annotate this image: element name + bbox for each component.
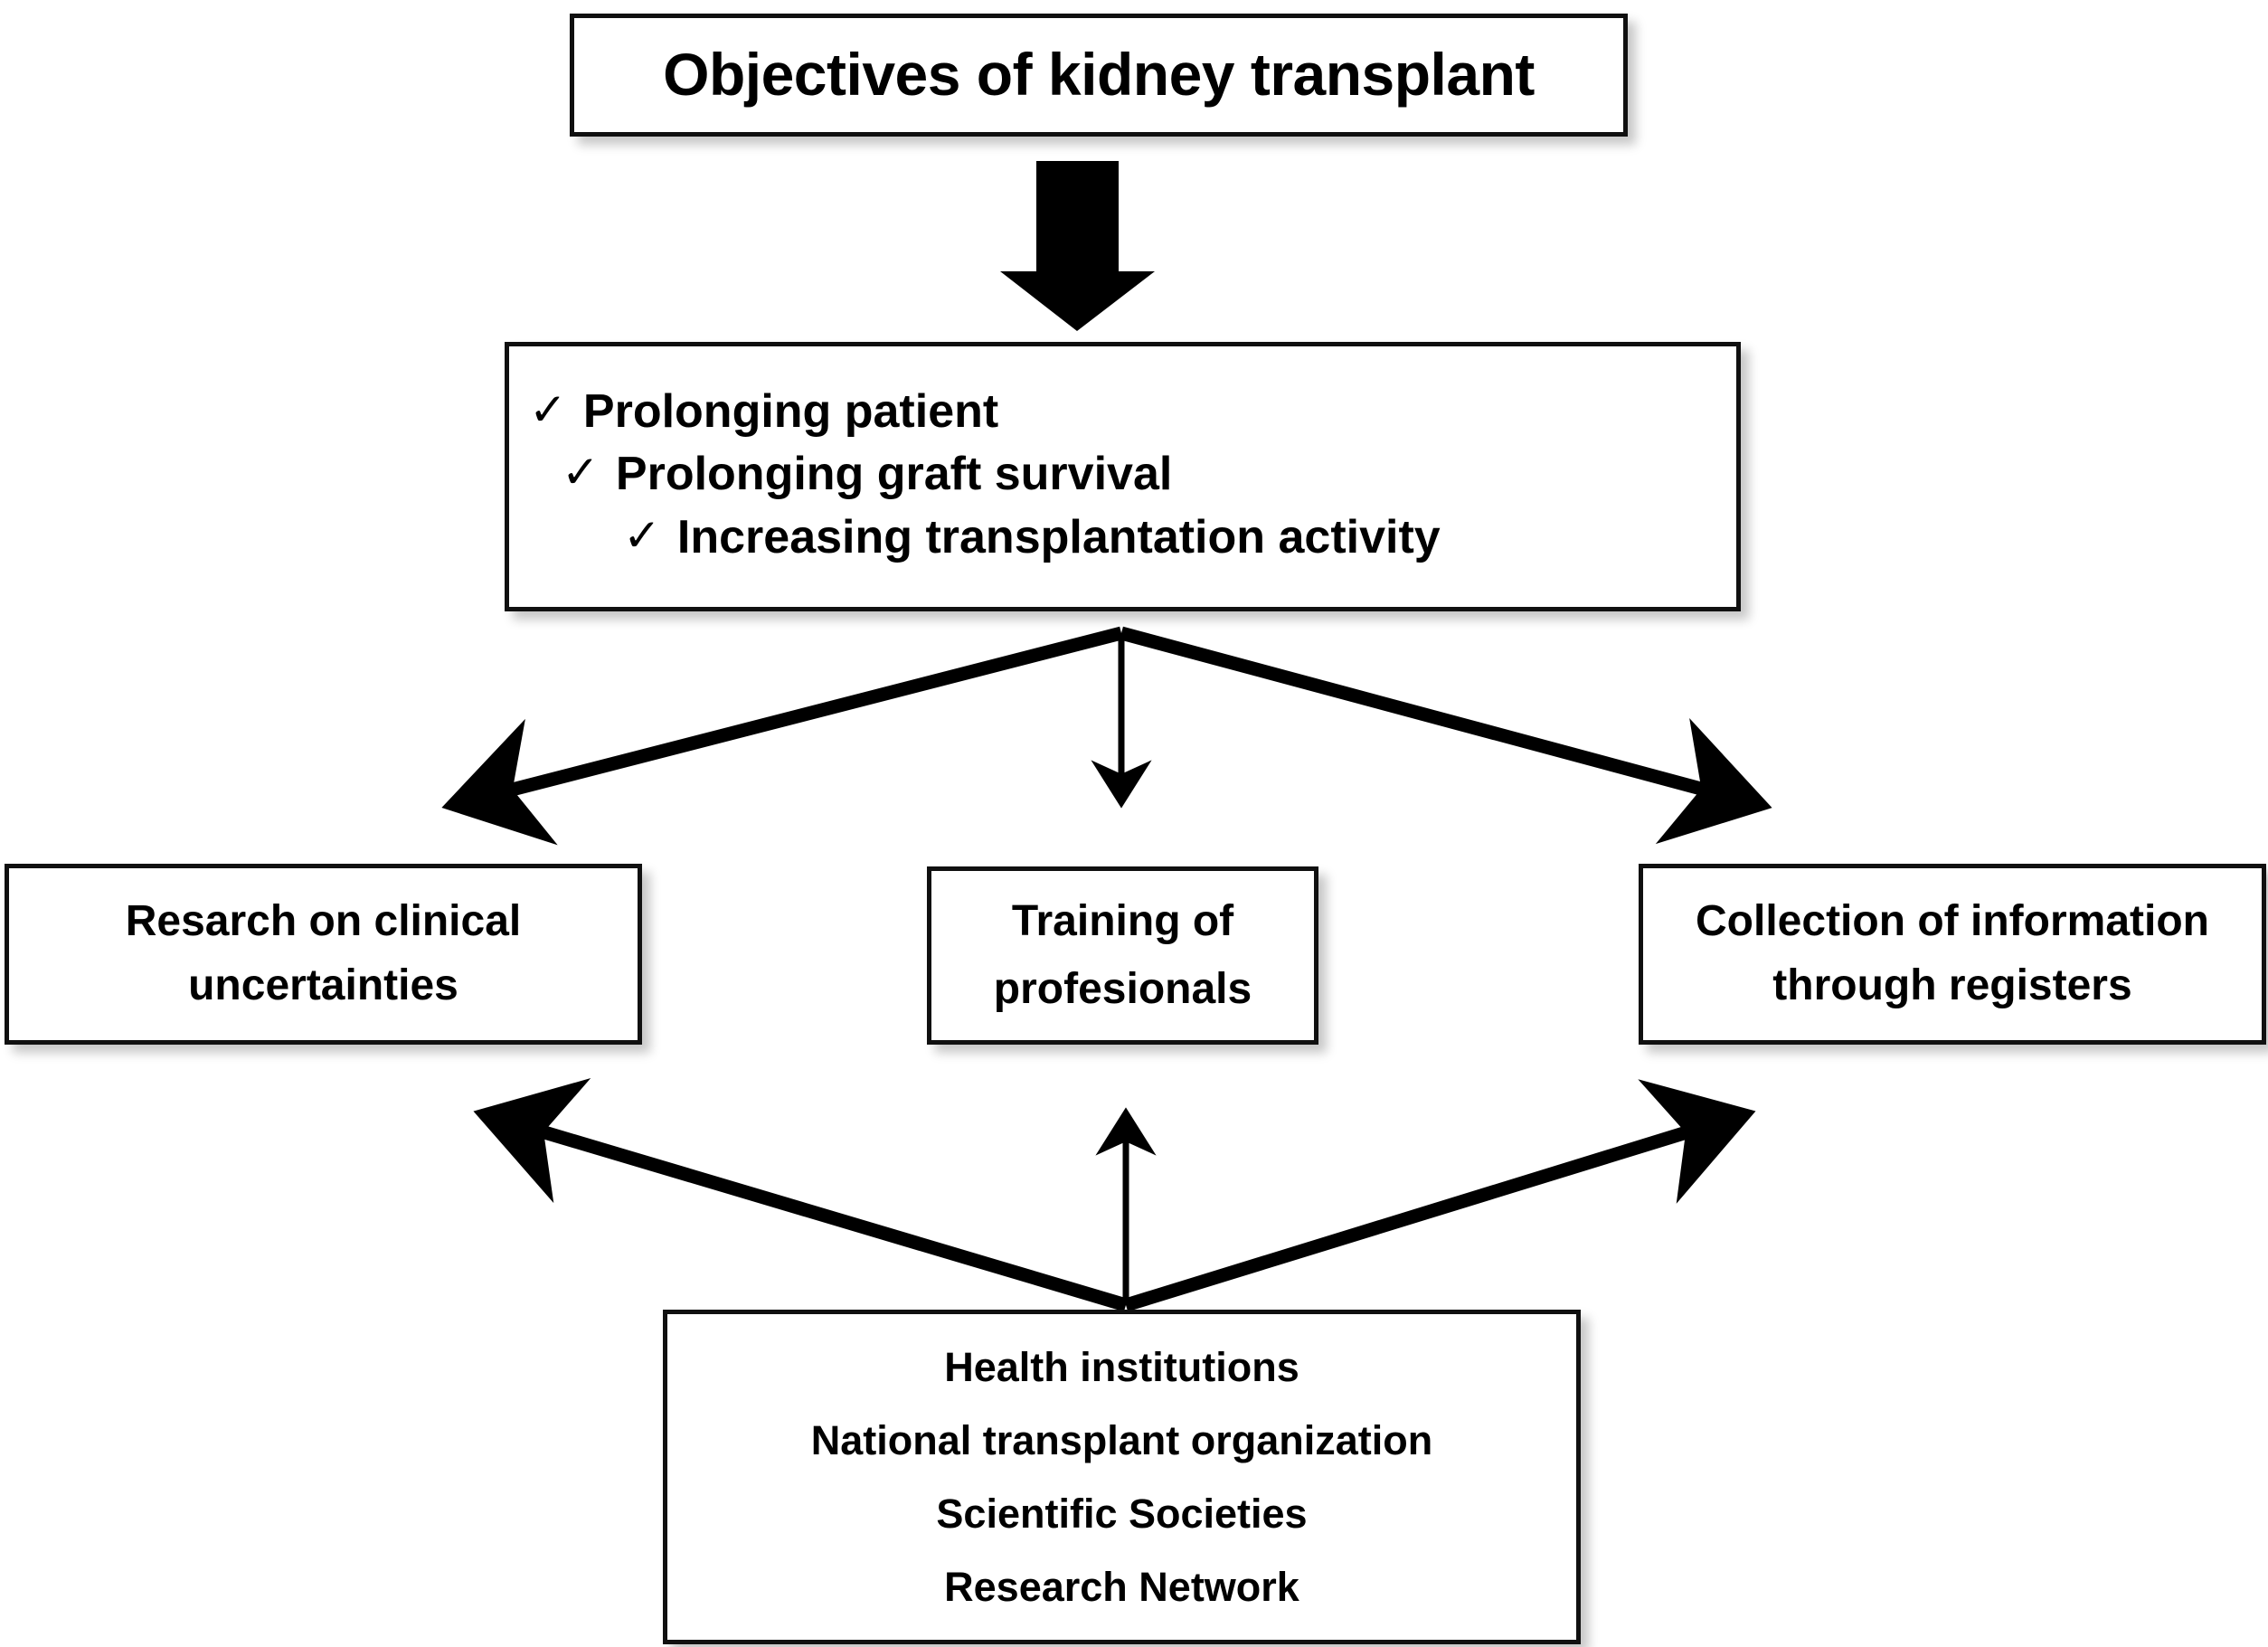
registers-box: Collection of information through regist… [1639,864,2266,1045]
objective-item-0-label: Prolonging patient [582,384,999,438]
objective-item-0: ✓ Prolonging patient [529,384,998,440]
connector-title-to-objectives-icon [1000,161,1155,331]
training-box: Training of profesionals [927,866,1318,1045]
stakeholders-box-line-1: National transplant organization [810,1416,1433,1463]
objectives-box: ✓ Prolonging patient ✓ Prolonging graft … [505,342,1741,611]
objective-item-2: ✓ Increasing transplantation activity [623,510,1441,565]
objective-item-1-label: Prolonging graft survival [615,448,1173,501]
registers-box-line-1: through registers [1772,961,2132,1009]
stakeholders-box-line-2: Scientific Societies [936,1491,1308,1537]
check-icon: ✓ [562,447,600,498]
connector-stakeholders-to-research-icon [473,1078,1129,1312]
stakeholders-box-line-0: Health institutions [944,1343,1299,1390]
research-box-line-1: uncertainties [188,961,458,1009]
research-box-line-0: Resarch on clinical [125,897,522,946]
check-icon: ✓ [529,383,567,435]
training-box-line-1: profesionals [993,964,1252,1013]
connector-objectives-to-registers-icon [1120,626,1772,845]
stakeholders-box-line-3: Research Network [944,1564,1299,1611]
connector-stakeholders-to-registers-icon [1123,1079,1756,1312]
connector-objectives-to-research-icon [441,626,1123,846]
title-box: Objectives of kidney transplant [570,14,1628,137]
training-box-line-0: Training of [1011,896,1234,945]
registers-box-line-0: Collection of information [1696,897,2209,946]
stakeholders-box: Health institutions National transplant … [663,1310,1581,1644]
objective-item-1: ✓ Prolonging graft survival [562,447,1172,502]
check-icon: ✓ [623,509,661,561]
title-box-label: Objectives of kidney transplant [663,41,1535,109]
objective-item-2-label: Increasing transplantation activity [676,510,1441,563]
research-box: Resarch on clinical uncertainties [5,864,642,1045]
